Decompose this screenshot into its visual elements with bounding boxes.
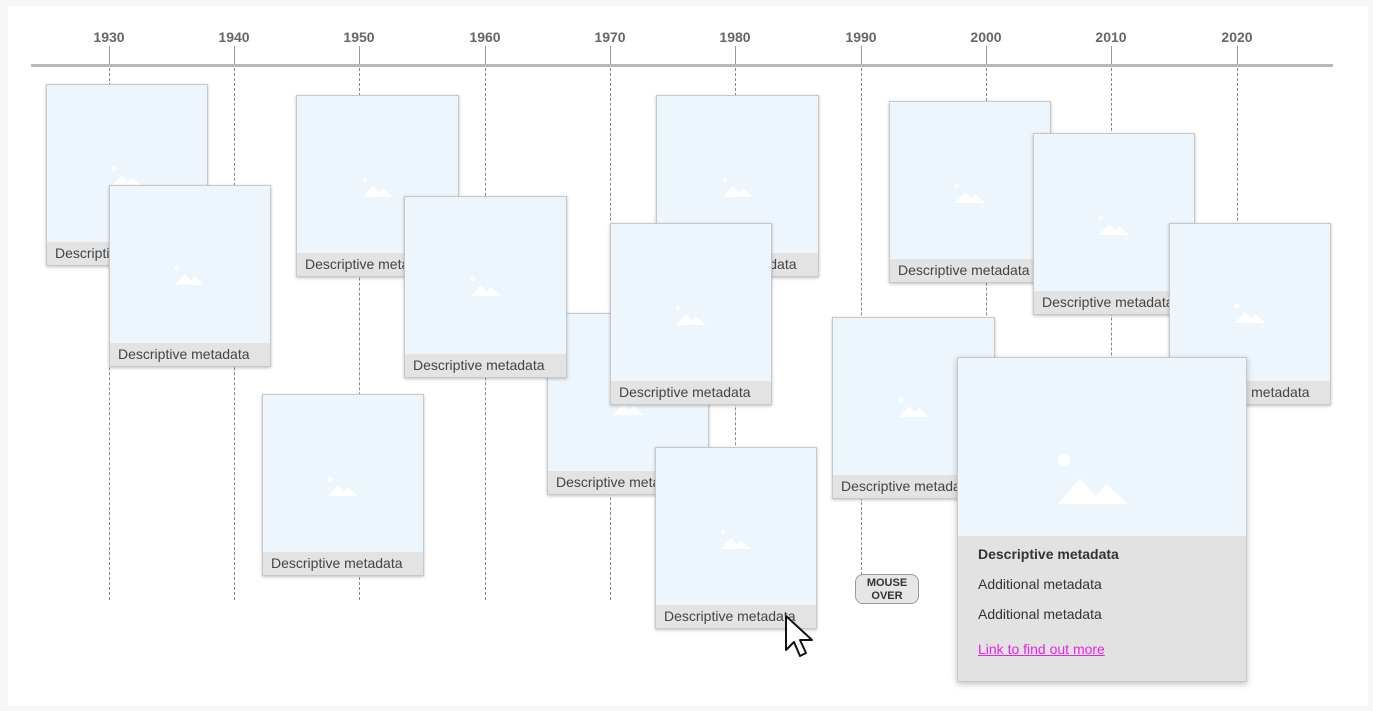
year-label: 2010 <box>1095 29 1127 45</box>
year-label: 1980 <box>719 29 751 45</box>
popup-title: Descriptive metadata <box>978 546 1119 562</box>
year-label: 1970 <box>594 29 626 45</box>
expanded-card-popup: Descriptive metadata Additional metadata… <box>957 357 1247 682</box>
timeline-card[interactable]: Descriptive metadata <box>262 394 424 576</box>
year-tick <box>234 46 235 64</box>
year-label: 1950 <box>343 29 375 45</box>
image-placeholder-icon <box>1058 454 1128 504</box>
timeline-axis <box>31 64 1333 67</box>
image-placeholder-icon <box>721 176 755 198</box>
timeline-card[interactable]: Descriptive metadata <box>109 185 271 367</box>
year-guide-line <box>359 68 360 600</box>
year-tick <box>610 46 611 64</box>
year-label: 1960 <box>469 29 501 45</box>
image-placeholder-icon <box>1233 302 1267 324</box>
image-placeholder-icon <box>361 176 395 198</box>
card-caption: Descriptive metadata <box>110 343 270 366</box>
card-caption: Descriptive metadata <box>656 605 816 628</box>
image-placeholder-icon <box>897 396 931 418</box>
image-placeholder-icon <box>173 264 207 286</box>
popup-image <box>958 358 1246 536</box>
year-tick <box>109 46 110 64</box>
image-placeholder-icon <box>110 165 144 187</box>
year-label: 2020 <box>1221 29 1253 45</box>
timeline-card[interactable]: Descriptive metadata <box>1033 133 1195 315</box>
popup-meta-1: Additional metadata <box>978 576 1102 592</box>
year-tick <box>1237 46 1238 64</box>
card-caption: Descriptive metadata <box>1034 291 1194 314</box>
card-caption: Descriptive metadata <box>890 259 1050 282</box>
year-label: 2000 <box>970 29 1002 45</box>
year-guide-line <box>1111 68 1112 600</box>
year-tick <box>1111 46 1112 64</box>
image-placeholder-icon <box>719 528 753 550</box>
timeline-card[interactable]: Descriptive metadata <box>404 196 567 378</box>
image-placeholder-icon <box>1097 214 1131 236</box>
popup-meta-2: Additional metadata <box>978 606 1102 622</box>
timeline-card[interactable]: Descriptive metadata <box>610 223 772 405</box>
year-tick <box>986 46 987 64</box>
find-out-more-link[interactable]: Link to find out more <box>978 641 1105 657</box>
card-caption: Descriptive metadata <box>833 475 994 498</box>
image-placeholder-icon <box>674 304 708 326</box>
card-caption: Descriptive metadata <box>263 552 423 575</box>
card-caption: Descriptive metadata <box>405 354 566 377</box>
year-tick <box>735 46 736 64</box>
year-label: 1990 <box>845 29 877 45</box>
image-placeholder-icon <box>469 275 503 297</box>
timeline-card[interactable]: Descriptive metadata <box>889 101 1051 283</box>
card-caption: Descriptive metadata <box>611 381 771 404</box>
year-tick <box>861 46 862 64</box>
year-label: 1930 <box>93 29 125 45</box>
mouse-cursor-icon <box>785 615 813 657</box>
image-placeholder-icon <box>326 475 360 497</box>
year-tick <box>485 46 486 64</box>
timeline-card[interactable]: Descriptive metadata <box>655 447 817 629</box>
year-tick <box>359 46 360 64</box>
image-placeholder-icon <box>953 182 987 204</box>
year-label: 1940 <box>218 29 250 45</box>
